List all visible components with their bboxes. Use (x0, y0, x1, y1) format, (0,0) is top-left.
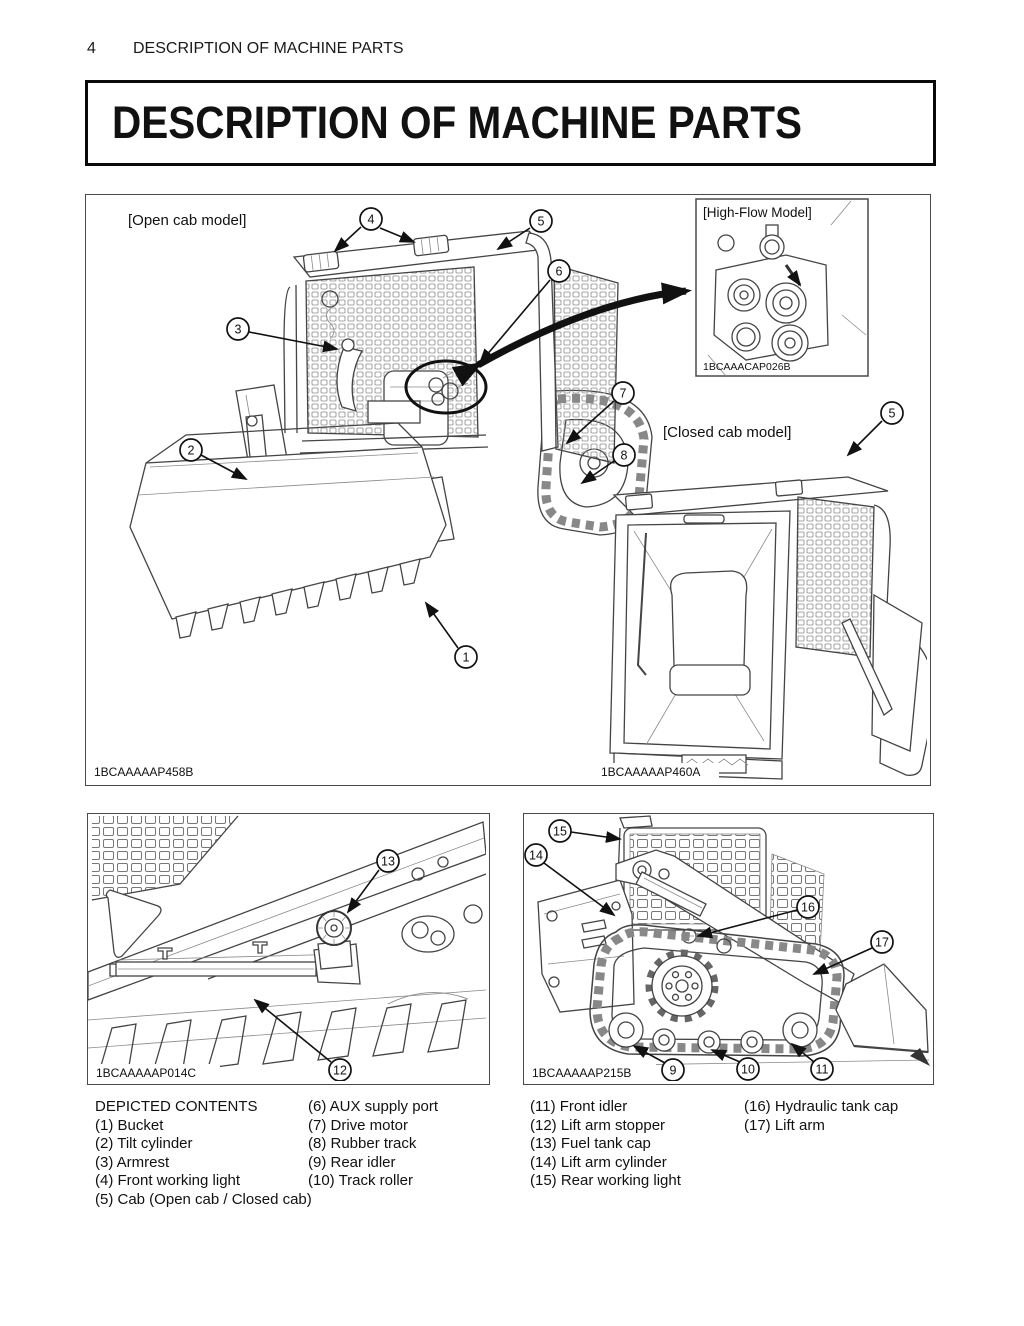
callout-8-number: 8 (621, 449, 628, 463)
callout-4: 4 (333, 207, 416, 253)
callout-15-number: 15 (553, 825, 567, 839)
callout-6-number: 6 (556, 265, 563, 279)
legend-item-17: (17) Lift arm (744, 1116, 825, 1134)
running-header: 4 DESCRIPTION OF MACHINE PARTS (87, 40, 404, 58)
side-figure-code: 1BCAAAAAP215B (532, 1066, 631, 1080)
callout-17: 17 (812, 930, 894, 975)
high-flow-code: 1BCAAACAP026B (703, 361, 791, 373)
legend-item-14: (14) Lift arm cylinder (530, 1153, 667, 1171)
figure-machine-overview: [High-Flow Model] 1BCAAACAP026B (85, 194, 931, 786)
legend-column-2: (6) AUX supply port (7) Drive motor (8) … (308, 1098, 438, 1191)
callout-13: 13 (346, 849, 400, 914)
legend-item-9: (9) Rear idler (308, 1153, 396, 1171)
callout-12-number: 12 (333, 1064, 347, 1078)
open-cab-machine-drawing (129, 230, 653, 639)
legend-item-2: (2) Tilt cylinder (95, 1135, 193, 1153)
chapter-title-box: DESCRIPTION OF MACHINE PARTS (85, 80, 936, 166)
callout-9-number: 9 (670, 1064, 677, 1078)
machine-overview-drawing: [High-Flow Model] 1BCAAACAP026B (90, 198, 927, 780)
callout-5-number: 5 (538, 215, 545, 229)
callout-14-number: 14 (529, 849, 543, 863)
callout-8: 8 (580, 443, 636, 485)
legend-item-6: (6) AUX supply port (308, 1098, 439, 1115)
legend-item-12: (12) Lift arm stopper (530, 1116, 666, 1134)
legend-item-1: (1) Bucket (95, 1116, 164, 1134)
callout-5-closed-number: 5 (889, 407, 896, 421)
callout-10-number: 10 (741, 1063, 755, 1077)
lift-arm-stopper-drawing: 1BCAAAAAP014C 13 12 (88, 815, 486, 1081)
legend-item-7: (7) Drive motor (308, 1116, 409, 1134)
figure-undercarriage: 1BCAAAAAP215B 15 14 16 17 (523, 813, 934, 1085)
callout-5-open: 5 (496, 209, 553, 251)
high-flow-inset: [High-Flow Model] 1BCAAACAP026B (695, 198, 869, 377)
legend-item-10: (10) Track roller (308, 1172, 414, 1190)
legend-column-3: (11) Front idler (12) Lift arm stopper (… (530, 1098, 681, 1191)
undercarriage-drawing: 1BCAAAAAP215B 15 14 16 17 (524, 815, 930, 1081)
legend-item-8: (8) Rubber track (308, 1135, 417, 1153)
track-rollers (652, 1028, 764, 1054)
callout-3: 3 (226, 317, 339, 353)
closed-cab-machine-drawing (609, 476, 927, 780)
callout-6: 6 (478, 259, 571, 365)
callout-1: 1 (424, 601, 478, 669)
high-flow-pointer-arrow (451, 282, 692, 387)
legend-item-4: (4) Front working light (95, 1172, 241, 1190)
callout-10: 10 (710, 1049, 760, 1081)
front-idler (782, 1012, 818, 1048)
rear-working-light (619, 815, 653, 829)
callout-1-number: 1 (463, 651, 470, 665)
callout-7: 7 (565, 381, 635, 445)
callout-2: 2 (179, 438, 248, 480)
callout-9: 9 (632, 1045, 685, 1081)
open-cab-label: [Open cab model] (128, 212, 246, 229)
legend-item-16: (16) Hydraulic tank cap (744, 1098, 899, 1115)
callout-12: 12 (253, 998, 352, 1081)
legend-item-15: (15) Rear working light (530, 1172, 681, 1190)
legend-item-11: (11) Front idler (530, 1098, 628, 1115)
legend-item-5: (5) Cab (Open cab / Closed cab) (95, 1190, 312, 1208)
fuel-tank-cap (316, 910, 353, 970)
callout-14: 14 (524, 843, 616, 917)
callout-16-number: 16 (801, 901, 815, 915)
legend-column-1: DEPICTED CONTENTS (1) Bucket (2) Tilt cy… (95, 1098, 312, 1210)
stopper-figure-code: 1BCAAAAAP014C (96, 1066, 196, 1080)
high-flow-couplers-drawing (707, 200, 867, 377)
callout-4-number: 4 (368, 213, 375, 227)
running-header-title: DESCRIPTION OF MACHINE PARTS (133, 40, 404, 57)
figure-lift-arm-stopper: 1BCAAAAAP014C 13 12 (87, 813, 490, 1085)
callout-15: 15 (548, 819, 622, 843)
front-working-light-right (412, 234, 450, 257)
callout-13-number: 13 (381, 855, 395, 869)
front-working-light-left (302, 250, 340, 273)
callout-16: 16 (696, 895, 820, 939)
callout-2-number: 2 (188, 444, 195, 458)
callout-11-number: 11 (816, 1063, 829, 1077)
closed-cab-label: [Closed cab model] (663, 424, 791, 441)
callout-17-number: 17 (875, 936, 889, 950)
open-cab-code: 1BCAAAAAP458B (94, 765, 193, 779)
callout-3-number: 3 (235, 323, 242, 337)
high-flow-label: [High-Flow Model] (703, 205, 812, 220)
legend-column-4: (16) Hydraulic tank cap (17) Lift arm (744, 1098, 898, 1135)
closed-cab-code: 1BCAAAAAP460A (601, 765, 700, 779)
chapter-title: DESCRIPTION OF MACHINE PARTS (112, 97, 803, 148)
callout-7-number: 7 (620, 387, 627, 401)
stopper-scene-drawing (88, 815, 486, 1077)
drive-sprocket (645, 949, 719, 1023)
callout-5-closed: 5 (846, 401, 904, 457)
legend-item-3: (3) Armrest (95, 1153, 170, 1171)
callout-11: 11 (790, 1042, 834, 1081)
legend-item-13: (13) Fuel tank cap (530, 1135, 651, 1153)
page-number: 4 (87, 40, 96, 57)
legend-title: DEPICTED CONTENTS (95, 1098, 258, 1115)
undercarriage-scene-drawing (537, 815, 930, 1067)
bucket-teeth (175, 558, 421, 639)
rear-idler (608, 1012, 644, 1048)
